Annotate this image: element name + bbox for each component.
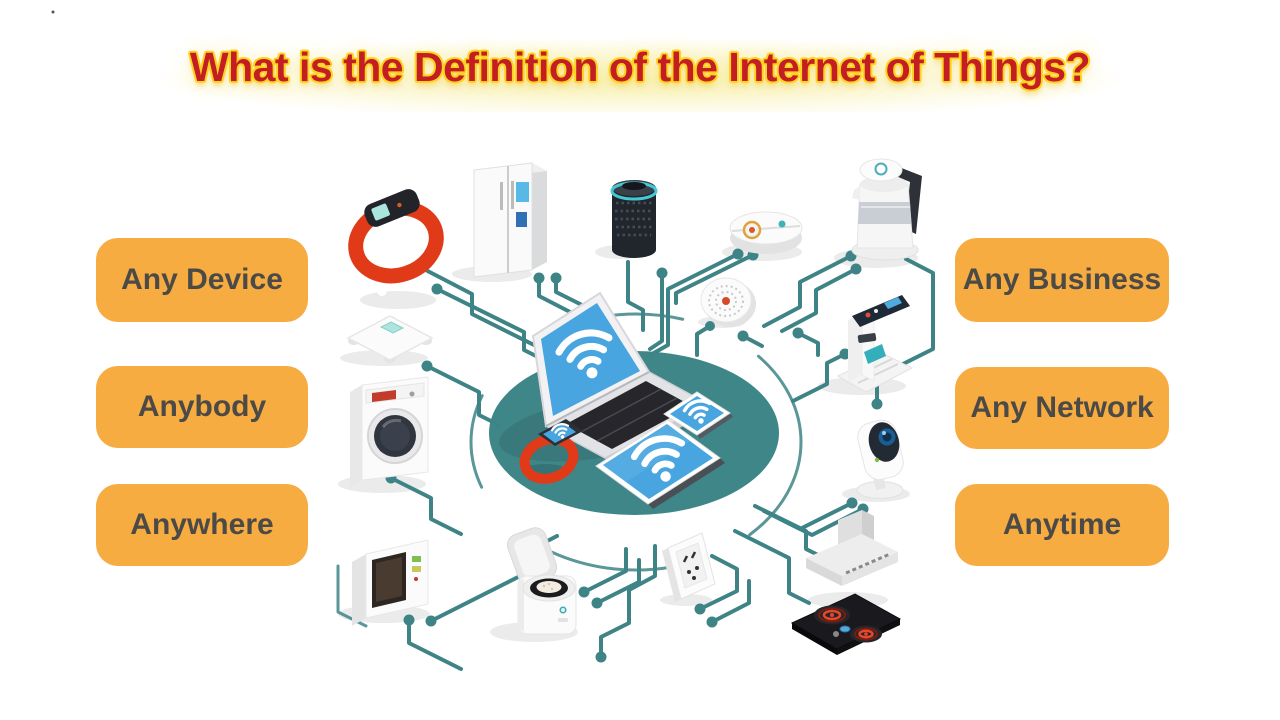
label-any-device-text: Any Device [121, 263, 283, 296]
security-camera [856, 419, 904, 499]
label-any-business-text: Any Business [962, 263, 1162, 296]
label-anywhere: Anywhere [96, 484, 308, 566]
label-anybody-text: Anybody [137, 390, 267, 423]
page-title: What is the Definition of the Internet o… [189, 44, 1091, 90]
smart-speaker [610, 180, 658, 258]
smoke-detector [700, 277, 756, 327]
refrigerator [473, 162, 547, 278]
smart-kettle [851, 158, 922, 261]
title-glow-band [30, 26, 1250, 112]
range-hood [806, 510, 898, 586]
smart-plug [662, 532, 716, 602]
label-any-business: Any Business [955, 238, 1169, 322]
speck [51, 10, 55, 14]
tablet [595, 419, 725, 509]
smartwatch [519, 419, 583, 484]
label-any-network-text: Any Network [970, 391, 1154, 424]
label-anytime: Anytime [955, 484, 1169, 566]
robot-vacuum [729, 211, 803, 254]
induction-cooktop [790, 593, 902, 655]
label-any-network: Any Network [955, 367, 1169, 449]
label-anybody: Anybody [96, 366, 308, 448]
coffee-machine [836, 295, 914, 393]
fitness-tracker [348, 189, 444, 296]
microwave-oven [352, 539, 429, 626]
label-anywhere-text: Anywhere [130, 508, 274, 541]
smartphone [663, 391, 733, 439]
label-any-device: Any Device [96, 238, 308, 322]
washing-machine [350, 376, 429, 487]
label-anytime-text: Anytime [1002, 508, 1122, 541]
smart-scale [346, 315, 434, 363]
rice-cooker [506, 527, 577, 635]
